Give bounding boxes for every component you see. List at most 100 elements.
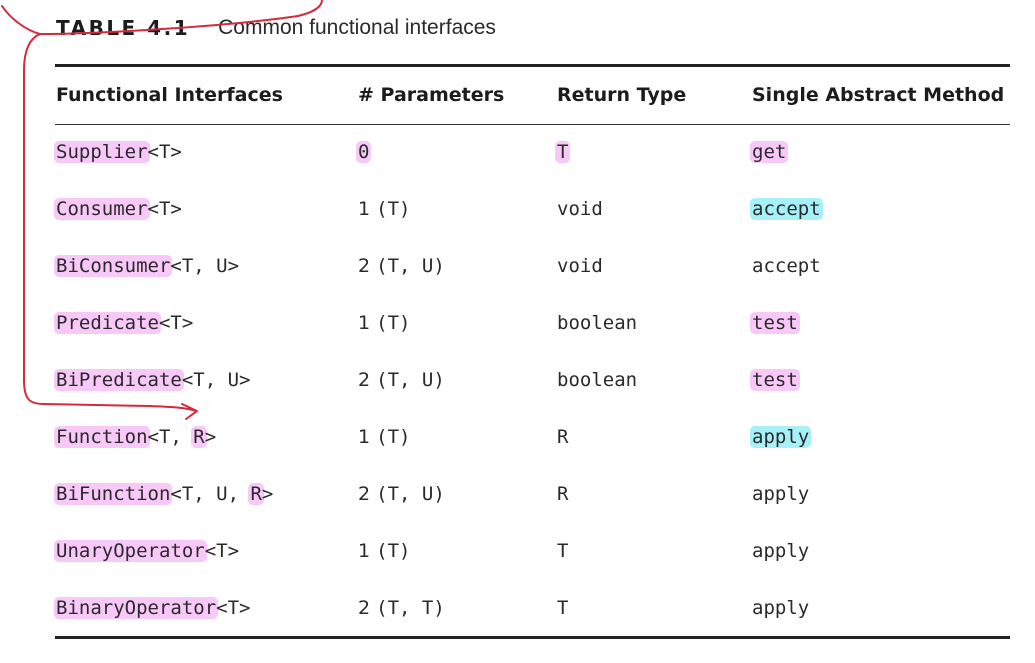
table-row: UnaryOperator<T> 1 (T) T apply xyxy=(0,536,1035,566)
interface-name: BiConsumer xyxy=(54,255,173,277)
parameter-count: 1 xyxy=(358,426,371,448)
interface-name: Function xyxy=(54,426,150,448)
parameters-cell: 2 (T, U) xyxy=(358,479,445,509)
type-parameters: <T> xyxy=(147,141,182,163)
header-rule xyxy=(55,124,1010,125)
interface-cell: BiConsumer<T, U> xyxy=(54,251,239,281)
return-type-cell: void xyxy=(557,251,603,281)
type-parameters: <T> xyxy=(216,597,251,619)
return-type-cell: boolean xyxy=(557,308,637,338)
table-row: BiConsumer<T, U> 2 (T, U) void accept xyxy=(0,251,1035,281)
header-parameters: # Parameters xyxy=(358,84,505,106)
parameter-types: (T) xyxy=(376,540,411,562)
return-type-cell: boolean xyxy=(557,365,637,395)
type-parameters: <T> xyxy=(204,540,240,562)
type-parameters-close: > xyxy=(204,426,217,448)
table-row: Predicate<T> 1 (T) boolean test xyxy=(0,308,1035,338)
parameters-cell: 2 (T, U) xyxy=(358,251,445,281)
method-name: accept xyxy=(752,255,821,277)
return-type: T xyxy=(557,540,569,562)
interface-cell: Consumer<T> xyxy=(54,194,182,224)
parameter-types: (T) xyxy=(376,426,411,448)
header-return-type: Return Type xyxy=(557,84,687,106)
table-number: TABLE 4.1 xyxy=(56,16,191,40)
interface-cell: BinaryOperator<T> xyxy=(54,593,251,623)
table-row: BinaryOperator<T> 2 (T, T) T apply xyxy=(0,593,1035,623)
table-row: Supplier<T> 0 T get xyxy=(0,137,1035,167)
method-name: accept xyxy=(750,198,823,220)
interface-cell: Predicate<T> xyxy=(54,308,194,338)
type-parameters: <T> xyxy=(158,312,194,334)
table-top-rule xyxy=(55,64,1010,67)
interface-name: UnaryOperator xyxy=(54,540,207,562)
return-type: R xyxy=(557,426,569,448)
parameter-count: 2 xyxy=(358,483,371,505)
type-parameters: <T, U, xyxy=(170,483,251,505)
method-name: test xyxy=(750,369,800,391)
parameters-cell: 1 (T) xyxy=(358,536,410,566)
return-type: void xyxy=(557,198,603,220)
interface-cell: BiPredicate<T, U> xyxy=(54,365,250,395)
method-name: apply xyxy=(752,483,810,505)
interface-cell: UnaryOperator<T> xyxy=(54,536,240,566)
method-name: apply xyxy=(752,540,810,562)
interface-name: Supplier xyxy=(54,141,150,163)
type-parameters-close: > xyxy=(261,483,274,505)
parameter-count: 2 xyxy=(358,369,371,391)
parameter-count: 2 xyxy=(358,255,371,277)
parameter-types: (T, U) xyxy=(376,483,445,505)
parameter-types: (T, T) xyxy=(376,597,445,619)
interface-name: BiFunction xyxy=(54,483,173,505)
parameter-types: (T) xyxy=(376,198,411,220)
method-cell: apply xyxy=(750,422,812,452)
method-name: test xyxy=(750,312,800,334)
return-type: void xyxy=(557,255,603,277)
return-type: boolean xyxy=(557,369,638,391)
parameters-cell: 1 (T) xyxy=(358,194,410,224)
method-cell: test xyxy=(750,365,800,395)
return-type: R xyxy=(557,483,569,505)
parameter-types: (T) xyxy=(376,312,411,334)
return-type: boolean xyxy=(557,312,638,334)
method-cell: test xyxy=(750,308,800,338)
return-type-cell: T xyxy=(557,593,568,623)
parameter-types: (T, U) xyxy=(376,369,445,391)
return-type-cell: R xyxy=(557,422,568,452)
method-name: get xyxy=(750,141,789,163)
return-type-parameter: R xyxy=(248,483,264,505)
table-title: Common functional interfaces xyxy=(218,16,496,39)
return-type: T xyxy=(555,141,571,163)
table-caption: TABLE 4.1 Common functional interfaces xyxy=(56,14,496,42)
parameters-cell: 1 (T) xyxy=(358,308,410,338)
parameters-cell: 1 (T) xyxy=(358,422,410,452)
interface-name: BinaryOperator xyxy=(54,597,219,619)
parameter-count: 1 xyxy=(358,540,371,562)
interface-cell: Function<T, R> xyxy=(54,422,217,452)
header-single-abstract-method: Single Abstract Method xyxy=(752,84,1005,106)
interface-name: BiPredicate xyxy=(54,369,184,391)
method-name: apply xyxy=(750,426,812,448)
method-cell: apply xyxy=(752,536,809,566)
return-type-cell: T xyxy=(557,536,568,566)
parameter-count: 2 xyxy=(358,597,371,619)
method-cell: accept xyxy=(752,251,821,281)
type-parameters: <T, xyxy=(147,426,194,448)
return-type-cell: T xyxy=(555,137,571,167)
parameters-cell: 2 (T, T) xyxy=(358,593,445,623)
parameter-count: 1 xyxy=(358,198,371,220)
interface-cell: Supplier<T> xyxy=(54,137,182,167)
return-type: T xyxy=(557,597,569,619)
table-row: Function<T, R> 1 (T) R apply xyxy=(0,422,1035,452)
interface-name: Predicate xyxy=(54,312,161,334)
method-cell: accept xyxy=(750,194,823,224)
parameter-types: (T, U) xyxy=(376,255,445,277)
method-cell: apply xyxy=(752,479,809,509)
annotation-arrowhead xyxy=(181,403,198,420)
table-row: Consumer<T> 1 (T) void accept xyxy=(0,194,1035,224)
return-type-cell: R xyxy=(557,479,568,509)
table-row: BiFunction<T, U, R> 2 (T, U) R apply xyxy=(0,479,1035,509)
method-cell: apply xyxy=(752,593,809,623)
parameters-cell: 0 xyxy=(356,137,372,167)
return-type-cell: void xyxy=(557,194,603,224)
table-bottom-rule xyxy=(55,636,1010,639)
